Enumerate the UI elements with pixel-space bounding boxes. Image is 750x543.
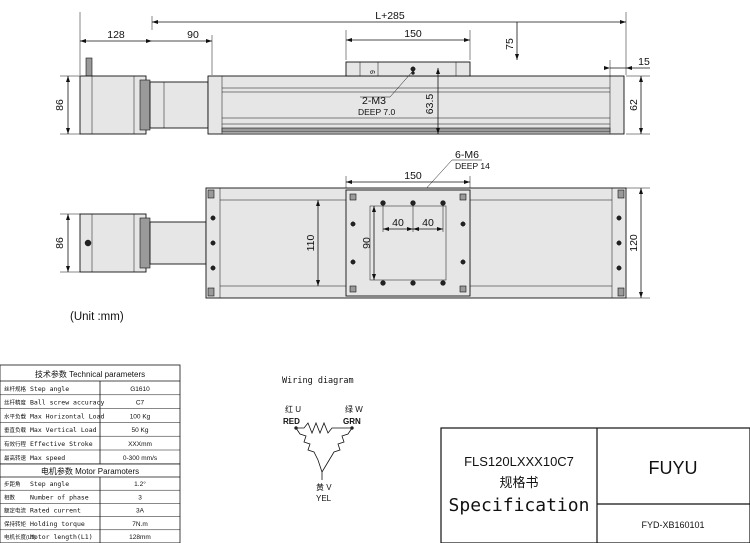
tech-row-label: Effective Stroke: [30, 440, 93, 448]
tech-row-cn: 垂直负载: [4, 426, 27, 434]
dim-carriage-width-top: 150: [404, 28, 422, 40]
motor-row-value: 3A: [136, 508, 145, 515]
carriage-plate-top: [345, 189, 471, 297]
deep-bottom-label: DEEP 14: [455, 161, 490, 171]
tech-heading: 技术参数 Technical parameters: [35, 369, 145, 379]
dim-motor-height-side: 86: [54, 99, 66, 111]
motor-shaft-tab: [85, 57, 93, 77]
rail-body-side: [207, 75, 625, 135]
motor-row-value: 3: [138, 494, 142, 501]
motor-heading: 电机参数 Motor Paramoters: [41, 466, 139, 476]
thread-top-label: 2-M3: [362, 95, 386, 107]
document-number: FYD-XB160101: [641, 520, 704, 530]
tech-row-value: 50 Kg: [132, 427, 149, 434]
tech-row-value: G1610: [130, 386, 150, 393]
dim-hole-spacing-b: 40: [422, 217, 434, 229]
tech-row-value: XXXmm: [128, 441, 152, 448]
wire-yel-en: YEL: [316, 494, 332, 503]
m6-hole-icon: [380, 200, 386, 206]
motor-connector-icon: [84, 239, 92, 247]
wire-red-cn: 红 U: [285, 404, 301, 414]
m3-hole-icon: [410, 66, 416, 72]
tech-row-cn: 水平负载: [4, 412, 27, 420]
carriage-side: [345, 61, 471, 77]
dim-carriage-width-bottom: 150: [404, 170, 422, 182]
dim-carriage-gap: 9: [370, 70, 377, 74]
spec-en: Specification: [449, 495, 590, 516]
wire-yel-cn: 黄 V: [316, 482, 332, 492]
thread-bottom-label: 6-M6: [455, 149, 479, 161]
brand-name: FUYU: [649, 458, 698, 478]
motor-row-value: 7N.m: [132, 521, 148, 528]
motor-row-cn: 步距角: [4, 480, 21, 488]
motor-row-cn: 电机长度(L1): [4, 533, 36, 541]
tech-row-label: Step angle: [30, 385, 69, 393]
motor-row-value: 1.2°: [134, 480, 146, 488]
dim-overall-length: L+285: [375, 10, 405, 22]
dim-hole-spacing-a: 40: [392, 217, 404, 229]
tech-row-label: Max Vertical Load: [30, 426, 97, 434]
motor-row-label: Step angle: [30, 480, 69, 488]
tech-row-cn: 丝杆规格: [4, 385, 27, 393]
dim-end-offset: 15: [638, 56, 650, 68]
motor-row-label: Number of phase: [30, 493, 89, 501]
dim-body-inner: 110: [305, 234, 317, 251]
dim-motor-height-top: 86: [54, 237, 66, 249]
tech-row-label: Max Horizontal Load: [30, 412, 104, 420]
motor-row-cn: 额定电流: [4, 507, 27, 515]
tech-row-label: Max speed: [30, 454, 65, 462]
model-number: FLS120LXXX10C7: [464, 454, 574, 469]
top-view: 6-M6 DEEP 14 150: [54, 149, 650, 299]
tech-row-cn: 有效行程: [4, 440, 27, 448]
tech-row-value: 0-300 mm/s: [123, 455, 158, 462]
motor-row-cn: 保持转矩: [4, 520, 27, 528]
dim-motor-length: 128: [107, 29, 125, 41]
tech-row-label: Ball screw accuracy: [30, 399, 104, 407]
unit-label: (Unit :mm): [70, 311, 124, 323]
dim-hole-spacing-vertical: 90: [361, 237, 373, 249]
motor-body-top: [79, 213, 147, 273]
motor-row-value: 128mm: [129, 534, 151, 541]
motor-row-label: Holding torque: [30, 520, 85, 528]
side-view: L+285 128 90 150 75: [54, 10, 650, 135]
motor-body-side: [79, 75, 147, 135]
dim-body-height: 62: [628, 99, 640, 111]
tech-row-value: C7: [136, 400, 145, 407]
wire-grn-cn: 绿 W: [345, 405, 363, 414]
coupler-housing-top: [149, 221, 207, 265]
motor-row-label: Motor length(L1): [30, 533, 93, 541]
tech-row-cn: 最高转速: [4, 454, 27, 462]
tech-row-cn: 丝杆精度: [4, 399, 27, 407]
wire-red-en: RED: [283, 417, 300, 426]
coupler-housing-side: [149, 81, 209, 129]
dim-coupler-length: 90: [187, 29, 199, 41]
dim-body-width: 120: [628, 234, 640, 252]
dim-center-height: 63.5: [424, 94, 436, 115]
motor-row-cn: 相数: [4, 493, 16, 501]
wire-grn-en: GRN: [343, 417, 361, 426]
motor-row-label: Rated current: [30, 507, 81, 515]
title-block: FLS120LXXX10C7 规格书 Specification FUYU FY…: [440, 427, 750, 543]
wiring-diagram: Wiring diagram 红 U RED 绿 W GRN 黄 V YEL: [282, 376, 363, 503]
spec-cn: 规格书: [499, 475, 538, 490]
dim-carriage-height: 75: [504, 38, 516, 50]
deep-top-label: DEEP 7.0: [358, 107, 395, 117]
wiring-title: Wiring diagram: [282, 376, 354, 386]
tech-row-value: 100 Kg: [130, 413, 151, 420]
